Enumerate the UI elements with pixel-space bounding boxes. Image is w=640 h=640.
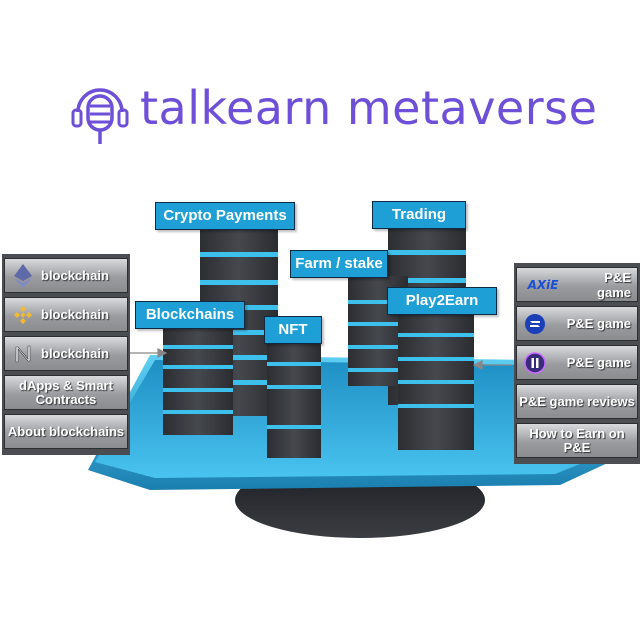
game-logo-icon bbox=[523, 312, 547, 336]
play-earn-menu: AXiE P&E game P&E game P&E game P&E game… bbox=[514, 263, 640, 464]
menu-item-label: blockchain bbox=[41, 307, 109, 322]
menu-item-near[interactable]: blockchain bbox=[4, 336, 128, 371]
menu-item-label: dApps & Smart Contracts bbox=[19, 377, 113, 407]
blockchain-menu: blockchain blockchain blockchain dApps &… bbox=[2, 254, 130, 455]
binance-icon bbox=[11, 303, 35, 327]
tower-blockchains bbox=[163, 325, 233, 435]
label-crypto-payments[interactable]: Crypto Payments bbox=[155, 202, 295, 230]
label-play2earn[interactable]: Play2Earn bbox=[387, 287, 497, 315]
label-farm-stake[interactable]: Farm / stake bbox=[290, 250, 388, 278]
label-trading[interactable]: Trading bbox=[372, 201, 466, 229]
pause-logo-icon bbox=[523, 351, 547, 375]
menu-item-ethereum[interactable]: blockchain bbox=[4, 258, 128, 293]
brand-logo: talkearn metaverse bbox=[70, 78, 597, 148]
axie-icon: AXiE bbox=[523, 273, 563, 297]
menu-item-dapps[interactable]: dApps & Smart Contracts bbox=[4, 375, 128, 410]
menu-item-game-3[interactable]: P&E game bbox=[516, 345, 638, 380]
tower-play2earn bbox=[398, 310, 474, 450]
tower-nft bbox=[267, 340, 321, 458]
menu-item-label: blockchain bbox=[41, 268, 109, 283]
microphone-headset-icon bbox=[71, 88, 129, 144]
menu-item-label: blockchain bbox=[41, 346, 109, 361]
menu-item-game-2[interactable]: P&E game bbox=[516, 306, 638, 341]
ethereum-icon bbox=[11, 263, 35, 288]
right-connector-arrow bbox=[472, 360, 512, 370]
menu-item-label: P&E game bbox=[566, 316, 631, 331]
menu-item-label: About blockchains bbox=[7, 423, 125, 439]
label-nft[interactable]: NFT bbox=[264, 316, 322, 344]
label-blockchains[interactable]: Blockchains bbox=[135, 301, 245, 329]
brand-name: talkearn metaverse bbox=[140, 81, 598, 135]
left-connector-arrow bbox=[128, 348, 168, 358]
axie-icon-text: AXiE bbox=[527, 277, 559, 292]
menu-item-binance[interactable]: blockchain bbox=[4, 297, 128, 332]
menu-item-label: P&E game reviews bbox=[519, 393, 635, 409]
menu-item-label: How to Earn on P&E bbox=[529, 425, 625, 455]
menu-item-game-reviews[interactable]: P&E game reviews bbox=[516, 384, 638, 419]
near-icon bbox=[11, 342, 35, 366]
menu-item-axie[interactable]: AXiE P&E game bbox=[516, 267, 638, 302]
menu-item-how-to-earn[interactable]: How to Earn on P&E bbox=[516, 423, 638, 458]
menu-item-label: P&E game bbox=[566, 355, 631, 370]
menu-item-label: P&E game bbox=[597, 269, 631, 300]
menu-item-about-blockchains[interactable]: About blockchains bbox=[4, 414, 128, 449]
